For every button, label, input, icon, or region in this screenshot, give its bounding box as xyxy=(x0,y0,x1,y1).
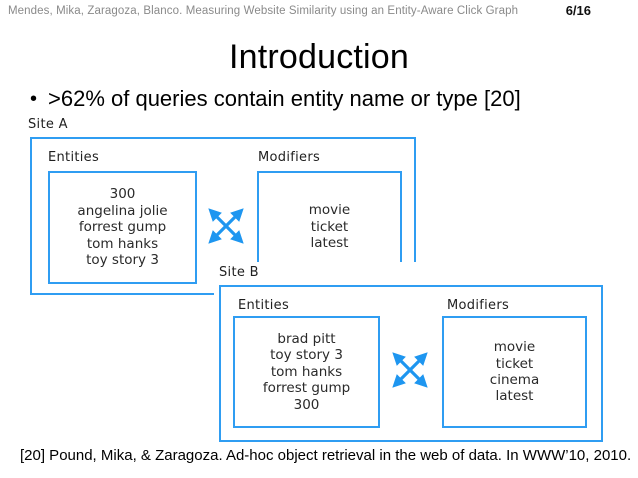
slide-title: Introduction xyxy=(228,38,410,76)
header-citation: Mendes, Mika, Zaragoza, Blanco. Measurin… xyxy=(8,5,519,17)
site-a-entities-label: Entities xyxy=(48,150,100,165)
site-b-entities-label: Entities xyxy=(238,298,290,313)
cross-arrows-icon xyxy=(208,208,244,244)
bullet-marker: • xyxy=(30,88,38,110)
site-a-modifiers-label: Modifiers xyxy=(258,150,321,165)
modifier-item: ticket xyxy=(495,355,534,372)
entity-item: 300 xyxy=(293,396,320,413)
footer-reference: [20] Pound, Mika, & Zaragoza. Ad-hoc obj… xyxy=(20,447,632,464)
entity-item: angelina jolie xyxy=(77,202,168,219)
modifier-item: latest xyxy=(310,235,349,252)
entity-item: 300 xyxy=(109,186,136,203)
site-b-diagram: Site B Entities brad pitt toy story 3 to… xyxy=(214,262,612,446)
entity-item: toy story 3 xyxy=(86,252,159,269)
entity-item: toy story 3 xyxy=(270,347,343,364)
bullet-item: • >62% of queries contain entity name or… xyxy=(30,86,521,112)
modifier-item: ticket xyxy=(310,218,349,235)
modifier-item: latest xyxy=(495,388,534,405)
site-b-entities-box: brad pitt toy story 3 tom hanks forrest … xyxy=(233,316,380,428)
site-b-modifiers-label: Modifiers xyxy=(447,298,510,313)
site-b-outer-box xyxy=(219,285,603,442)
entity-item: brad pitt xyxy=(277,330,336,347)
entity-item: tom hanks xyxy=(86,235,159,252)
site-b-label: Site B xyxy=(219,265,259,280)
site-a-label: Site A xyxy=(28,117,68,132)
modifier-item: movie xyxy=(308,202,351,219)
entity-item: forrest gump xyxy=(262,380,351,397)
bullet-text: >62% of queries contain entity name or t… xyxy=(48,86,521,111)
site-b-modifiers-box: movie ticket cinema latest xyxy=(442,316,587,428)
page-number: 6/16 xyxy=(565,3,591,18)
site-a-entities-box: 300 angelina jolie forrest gump tom hank… xyxy=(48,171,197,284)
modifier-item: movie xyxy=(493,339,536,356)
entity-item: tom hanks xyxy=(270,363,343,380)
modifier-item: cinema xyxy=(489,372,540,388)
entity-item: forrest gump xyxy=(78,219,167,236)
cross-arrows-icon xyxy=(392,352,428,388)
